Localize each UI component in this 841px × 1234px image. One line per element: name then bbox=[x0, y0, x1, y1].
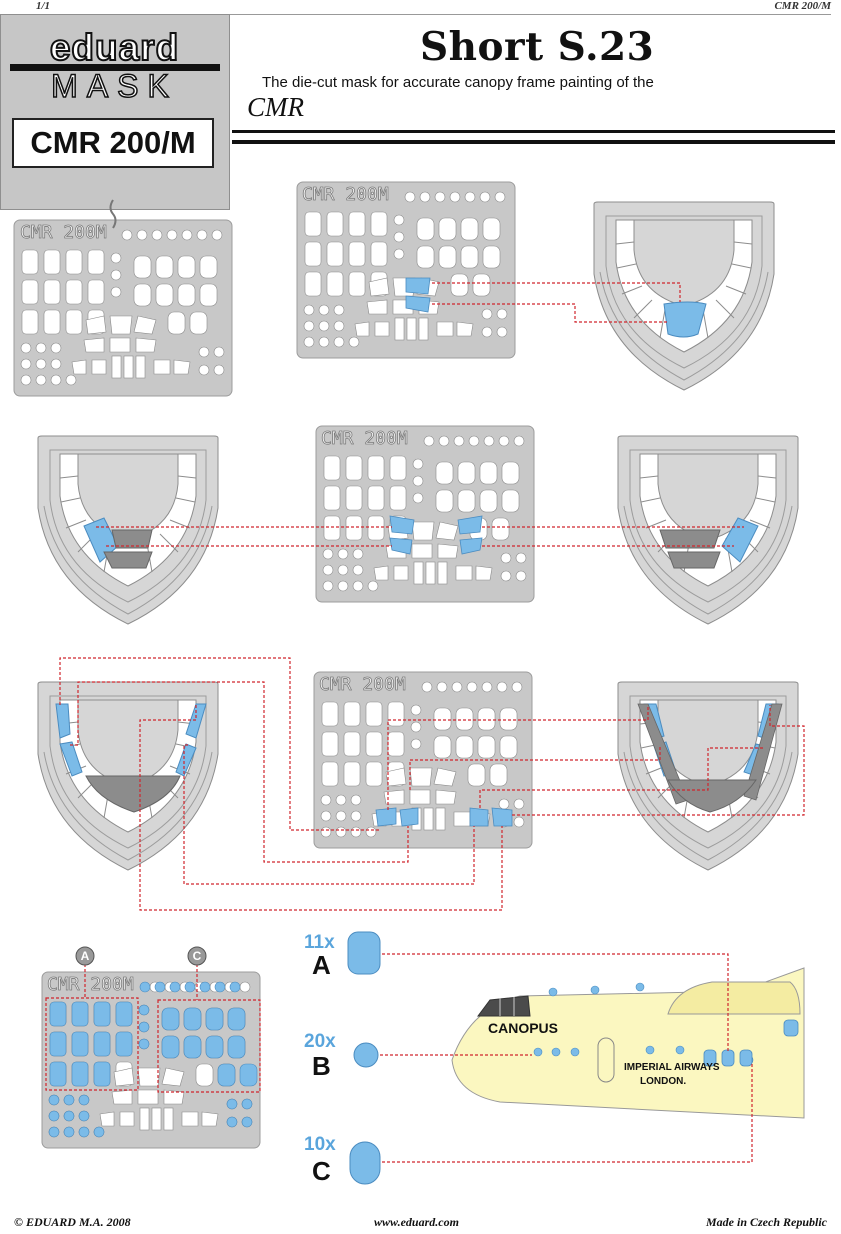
brand-eduard-logo: eduard bbox=[49, 27, 180, 69]
leader-lines-lower bbox=[59, 657, 805, 911]
page-title: Short S.23 bbox=[420, 24, 655, 70]
leader-line bbox=[432, 303, 668, 323]
leader-line bbox=[432, 282, 681, 302]
title-rule-thick bbox=[232, 140, 835, 144]
mask-type-a-label: A bbox=[312, 950, 331, 980]
brand-mask-logo: MASK bbox=[50, 68, 178, 104]
mask-type-c-shape bbox=[349, 1141, 381, 1185]
brand-logo-bar bbox=[10, 64, 220, 71]
aircraft-name: CANOPUS bbox=[488, 1020, 558, 1036]
canopy-frame bbox=[743, 703, 783, 801]
sheet-side-mask-right bbox=[457, 515, 483, 555]
sheet-label: CMR 200M bbox=[20, 222, 107, 243]
sheet-side-mask-right bbox=[469, 807, 513, 827]
mask-type-c-label: C bbox=[312, 1156, 331, 1186]
canopy-frame bbox=[659, 529, 721, 549]
footer-copyright: © EDUARD M.A. 2008 bbox=[14, 1215, 131, 1229]
mask-sheet-overview bbox=[14, 220, 232, 396]
canopy-side-left-mask bbox=[55, 703, 83, 777]
canopy-frame bbox=[667, 551, 721, 569]
sheet-label: CMR 200M bbox=[321, 428, 408, 449]
canopy-frame bbox=[103, 551, 153, 569]
callout-c-label: C bbox=[193, 949, 202, 963]
group-a-outline bbox=[45, 997, 139, 1091]
sheet-front-mask bbox=[405, 277, 431, 313]
canopy-front-mask bbox=[663, 301, 707, 338]
canopy-front-view bbox=[593, 201, 775, 391]
fuselage-window-c bbox=[783, 1019, 799, 1037]
sheet-label: CMR 200M bbox=[319, 674, 406, 695]
fuselage-cockpit-fairing bbox=[667, 981, 801, 1015]
aircraft-operator: IMPERIAL AIRWAYS bbox=[624, 1062, 720, 1073]
sheet-label: CMR 200M bbox=[302, 184, 389, 205]
callout-c-marker bbox=[187, 946, 207, 966]
mask-count-c: 10x bbox=[304, 1134, 336, 1155]
sheet-legend-masks bbox=[48, 981, 258, 1138]
fuselage-door bbox=[597, 1037, 615, 1083]
aircraft-base: LONDON. bbox=[640, 1076, 686, 1087]
mask-type-b-label: B bbox=[312, 1051, 331, 1081]
footer-origin: Made in Czech Republic bbox=[705, 1215, 827, 1229]
sheet-side-mask-left bbox=[375, 807, 419, 827]
page-subtitle: The die-cut mask for accurate canopy fra… bbox=[262, 74, 654, 91]
fuselage-windows-a bbox=[703, 1049, 753, 1067]
title-rule-thin bbox=[232, 130, 835, 133]
brand-logo-panel bbox=[0, 14, 230, 210]
subject-name: CMR bbox=[247, 92, 304, 122]
callout-a-label: A bbox=[81, 949, 90, 963]
footer-website: www.eduard.com bbox=[374, 1215, 459, 1229]
page-number: 1/1 bbox=[36, 0, 51, 12]
mask-sheet-step-1 bbox=[297, 182, 515, 358]
hanger-hook-icon bbox=[109, 199, 117, 229]
top-rule bbox=[10, 14, 831, 15]
sheet-label: CMR 200M bbox=[47, 974, 134, 995]
product-code-box: CMR 200/M bbox=[12, 118, 214, 168]
canopy-frame bbox=[667, 779, 757, 813]
mask-count-b: 20x bbox=[304, 1031, 336, 1052]
header-product-code: CMR 200/M bbox=[774, 0, 831, 12]
cockpit-windows bbox=[477, 995, 531, 1017]
canopy-right-mask bbox=[721, 517, 759, 563]
canopy-frame bbox=[85, 775, 181, 813]
leader-lines-bottom bbox=[380, 953, 753, 1163]
callout-a-marker bbox=[75, 946, 95, 966]
mask-type-b-shape bbox=[353, 1042, 379, 1068]
mask-sheet-step-2 bbox=[316, 426, 534, 602]
mask-count-a: 11x bbox=[304, 932, 335, 953]
group-c-outline bbox=[157, 999, 261, 1093]
mask-type-a-shape bbox=[347, 931, 381, 975]
canopy-frame bbox=[111, 529, 153, 549]
